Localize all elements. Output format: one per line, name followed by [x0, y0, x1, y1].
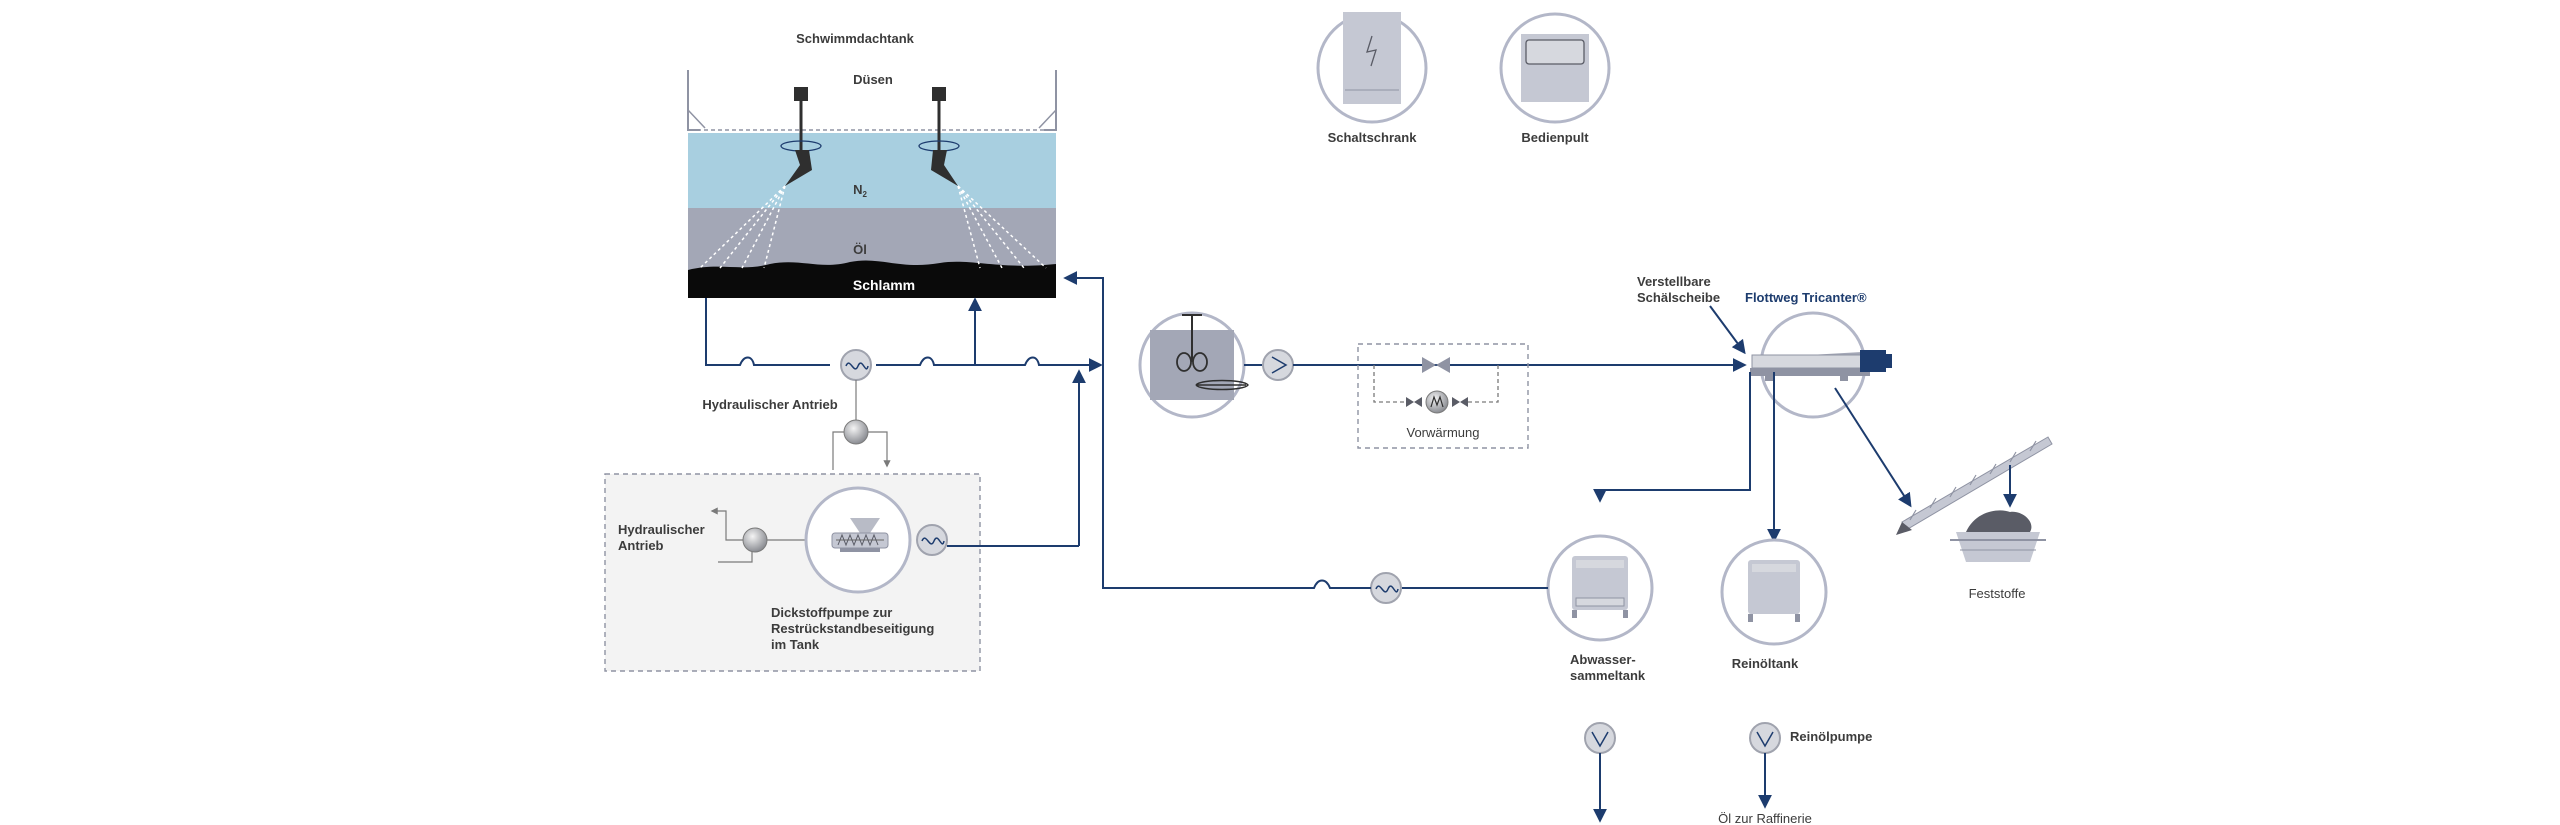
hydraulic-drive-left-label-2: Antrieb — [618, 538, 664, 553]
control-panel: Bedienpult — [1499, 12, 1611, 145]
clean-oil-tank-label: Reinöltank — [1732, 656, 1799, 671]
wastewater-label-2: sammeltank — [1570, 668, 1646, 683]
hydraulic-drive-label: Hydraulischer Antrieb — [702, 397, 837, 412]
pump-icon — [1370, 572, 1402, 604]
clean-oil-tank: Reinöltank — [1720, 538, 1828, 671]
preheating-box: Vorwärmung — [1357, 343, 1529, 449]
nozzles-label: Düsen — [853, 72, 893, 87]
solids-container-icon — [1950, 510, 2046, 562]
sludge-pump-box: Hydraulischer Antrieb Dickstoffpumpe zur… — [604, 473, 981, 672]
control-cabinet-label: Schaltschrank — [1328, 130, 1418, 145]
collection-tank-icon — [1572, 556, 1628, 618]
sludge-pump-label-2: Restrückstandbeseitigung — [771, 621, 934, 636]
solids-conveyor: Feststoffe — [1896, 436, 2053, 601]
pump-icon — [1749, 722, 1781, 754]
wastewater-label-1: Abwasser- — [1570, 652, 1636, 667]
solids-label: Feststoffe — [1969, 586, 2026, 601]
adjustable-disc-label-1: Verstellbare — [1637, 274, 1711, 289]
sludge-pump-label-1: Dickstoffpumpe zur — [771, 605, 892, 620]
tank-title: Schwimmdachtank — [796, 31, 915, 46]
hydraulic-drive-left-label-1: Hydraulischer — [618, 522, 705, 537]
tank-outlet-pipes — [705, 297, 1103, 546]
sludge-pump-label-3: im Tank — [771, 637, 820, 652]
tricanter-label: Flottweg Tricanter® — [1745, 290, 1867, 305]
tricanter: Verstellbare Schälscheibe Flottweg Trica… — [1637, 274, 1892, 419]
pump-icon — [916, 524, 948, 556]
pump-icon — [840, 349, 872, 381]
wastewater-tank: Abwasser- sammeltank — [1546, 534, 1654, 683]
control-panel-icon — [1521, 34, 1589, 102]
hydraulic-valve-icon — [742, 527, 768, 553]
screw-pump-icon — [831, 518, 889, 552]
control-cabinet-icon — [1343, 12, 1401, 104]
sludge-label: Schlamm — [853, 277, 915, 293]
floating-roof-tank: Schwimmdachtank Düsen N2 Öl Schlamm — [687, 31, 1057, 298]
pump-icon — [1584, 722, 1616, 754]
nitrogen-layer — [688, 133, 1056, 208]
collection-tank-icon — [1748, 560, 1800, 622]
clean-oil-pump-label: Reinölpumpe — [1790, 729, 1872, 744]
oil-to-refinery-label: Öl zur Raffinerie — [1718, 811, 1812, 825]
mixing-tank-icon — [1150, 314, 1249, 400]
nozzle-left — [699, 87, 822, 269]
mixing-tank — [1138, 311, 1249, 419]
tricanter-icon — [1750, 350, 1892, 381]
nozzle-right — [918, 87, 1047, 269]
bypass-valve-icon — [1422, 357, 1450, 373]
preheating-label: Vorwärmung — [1407, 425, 1480, 440]
pump-icon — [1262, 349, 1294, 381]
n2-label: N2 — [853, 182, 867, 199]
oil-label: Öl — [853, 242, 867, 257]
control-panel-label: Bedienpult — [1521, 130, 1589, 145]
ball-valve-icon — [843, 419, 869, 445]
adjustable-disc-label-2: Schälscheibe — [1637, 290, 1720, 305]
conveyor-icon — [1896, 436, 2053, 535]
control-cabinet: Schaltschrank — [1316, 12, 1428, 145]
heat-exchanger-icon — [1425, 390, 1449, 414]
